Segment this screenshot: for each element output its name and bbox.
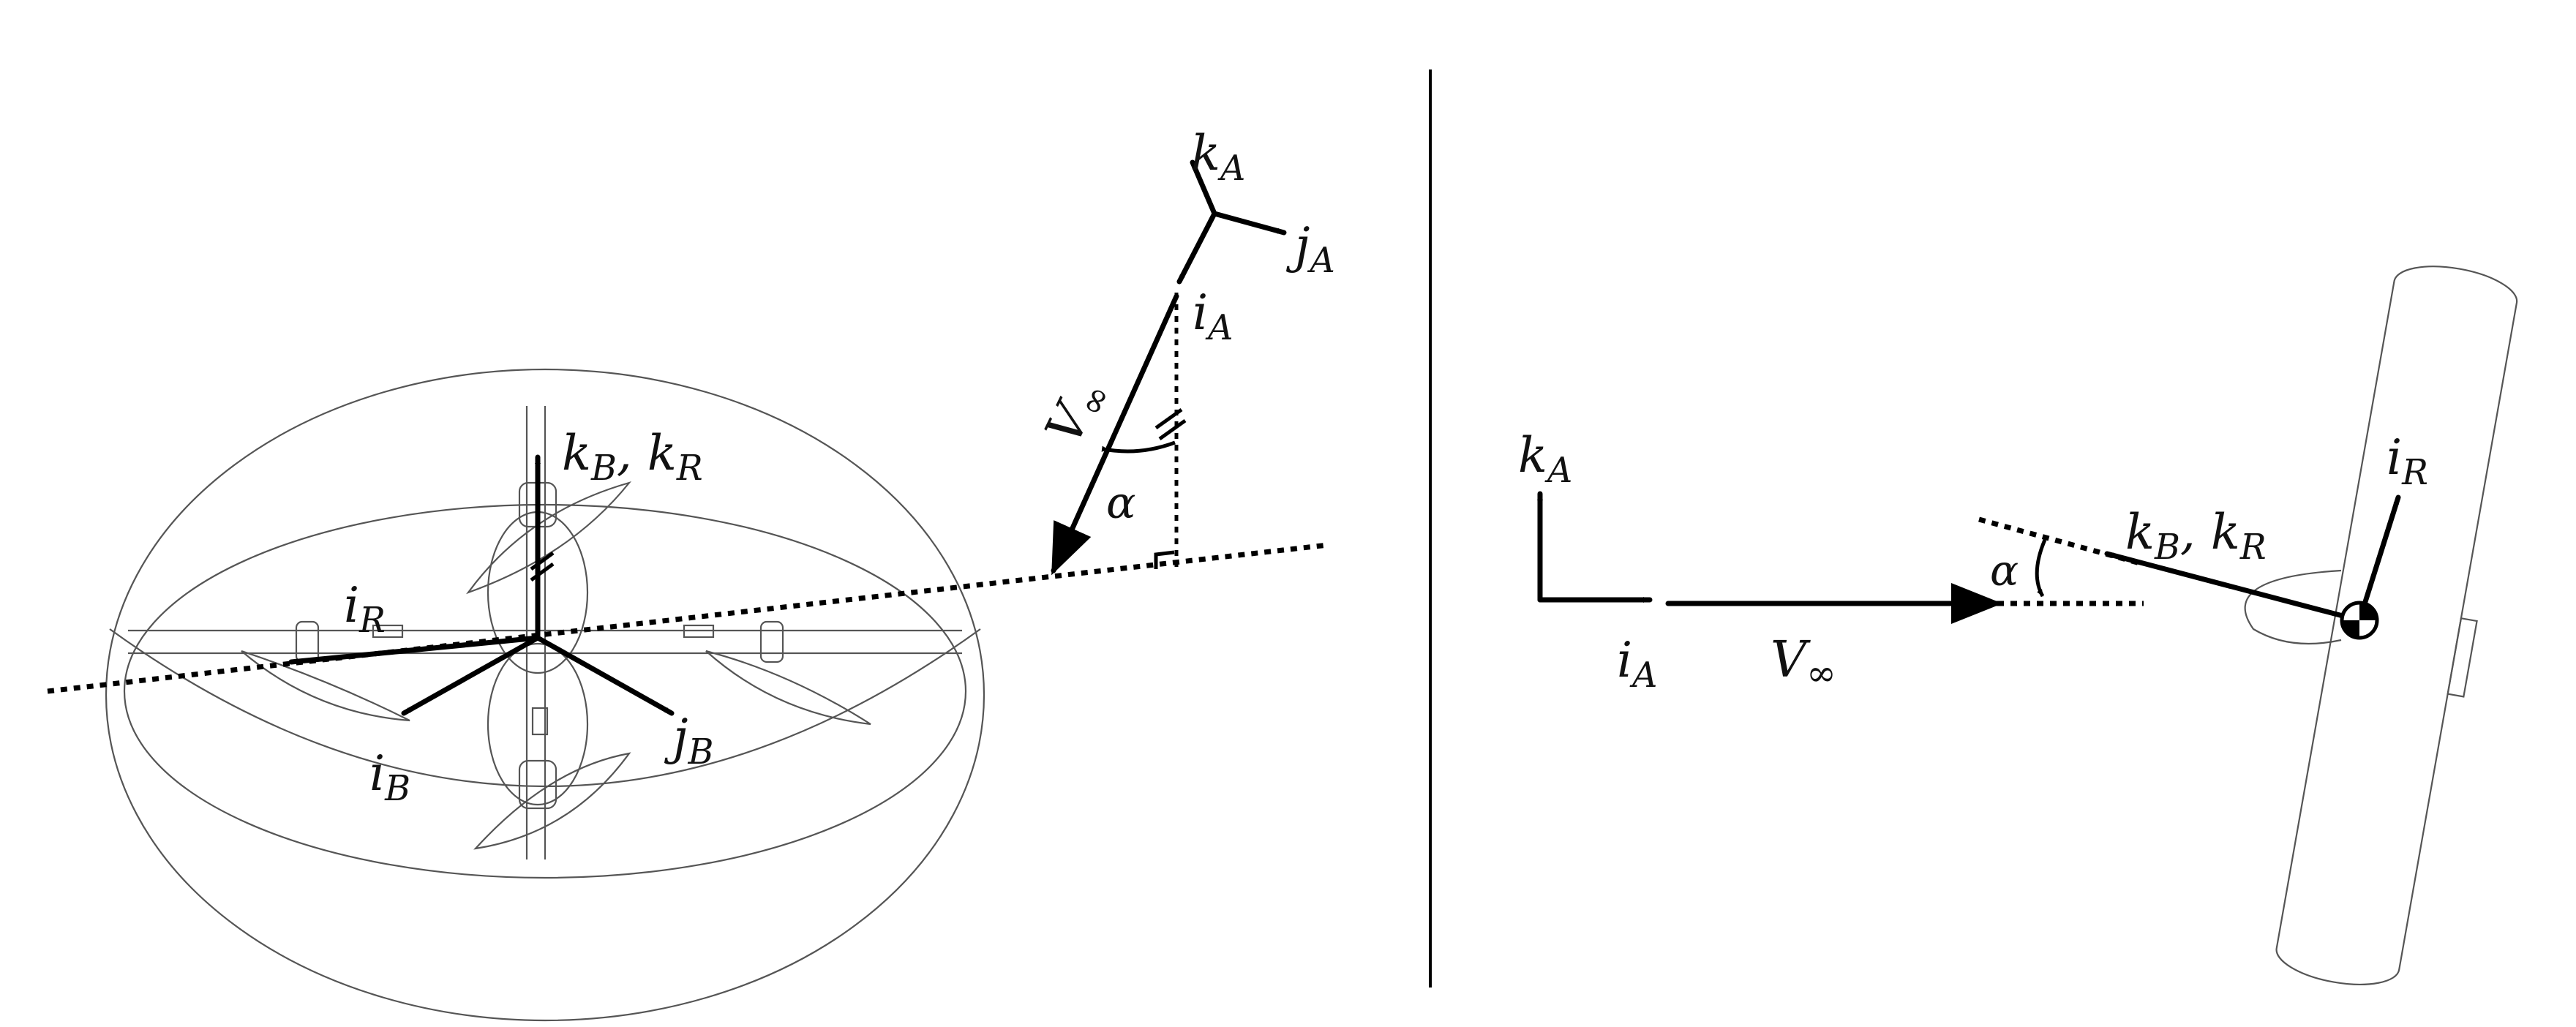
label-jB: jB: [664, 709, 713, 772]
label-kB-kR-left: kB, kR: [562, 425, 703, 489]
label-iB: iB: [369, 745, 410, 809]
motor-left: [295, 620, 320, 663]
alpha-angle-arc: [1101, 440, 1176, 454]
tick-mark-2: [1158, 418, 1187, 441]
body-axis-dotted-line: [1978, 516, 2141, 566]
label-iA: iA: [1193, 285, 1233, 348]
drone-tab-left: [372, 624, 404, 639]
kB-kR-axis-arrow-right: [2104, 551, 2362, 623]
side-view-dome: [2244, 569, 2342, 645]
right-panel: kA iA V∞ α kB, kR iR: [1518, 266, 2518, 985]
label-velocity-left: V∞: [1034, 369, 1120, 455]
label-kB-kR-right: kB, kR: [2125, 504, 2267, 568]
left-panel: kA jA iA V∞ α kB, kR iR iB jB: [47, 125, 1335, 1022]
motor-bottom: [518, 759, 557, 810]
propeller-top: [466, 481, 632, 595]
label-alpha-right: α: [1990, 546, 2019, 595]
label-iA-right: iA: [1617, 632, 1657, 696]
motor-right: [759, 620, 784, 663]
drone-center-slot: [531, 707, 549, 736]
side-view-cylinder: [2275, 266, 2518, 985]
drone-body-lower: [487, 642, 589, 806]
drone-illustration: [105, 368, 985, 1022]
alpha-angle-arc-right: [2035, 539, 2047, 598]
velocity-vector: [1051, 293, 1179, 576]
iB-axis-arrow: [401, 635, 541, 716]
label-iR-left: iR: [344, 577, 386, 641]
kA-axis-arrow: [1190, 159, 1217, 217]
label-velocity-right: V∞: [1770, 631, 1836, 694]
side-view-body: [2275, 266, 2518, 985]
label-alpha-left: α: [1106, 478, 1136, 529]
center-of-gravity-marker: [2340, 601, 2379, 640]
label-kA-right: kA: [1518, 427, 1572, 491]
label-iR-right: iR: [2387, 429, 2428, 493]
iR-axis-arrow-right: [2357, 494, 2401, 623]
jA-axis-arrow: [1212, 211, 1287, 236]
jB-axis-arrow: [535, 635, 675, 716]
tick-mark-4: [530, 562, 555, 582]
iA-axis-arrow: [1176, 211, 1217, 285]
cage-outer-ring: [105, 368, 985, 1022]
propeller-bottom: [473, 752, 631, 850]
side-view-tab: [2447, 617, 2478, 698]
right-angle-mark: [1154, 550, 1175, 569]
label-jA: jA: [1285, 217, 1335, 281]
body-plane-dotted-line: [47, 542, 1329, 694]
drone-tab-right: [683, 624, 715, 639]
propeller-right: [705, 650, 871, 726]
tick-mark-1: [1154, 407, 1183, 430]
propeller-left: [241, 650, 410, 722]
tick-mark-3: [530, 551, 555, 571]
label-kA: kA: [1191, 125, 1245, 189]
iR-axis-arrow: [288, 635, 541, 665]
